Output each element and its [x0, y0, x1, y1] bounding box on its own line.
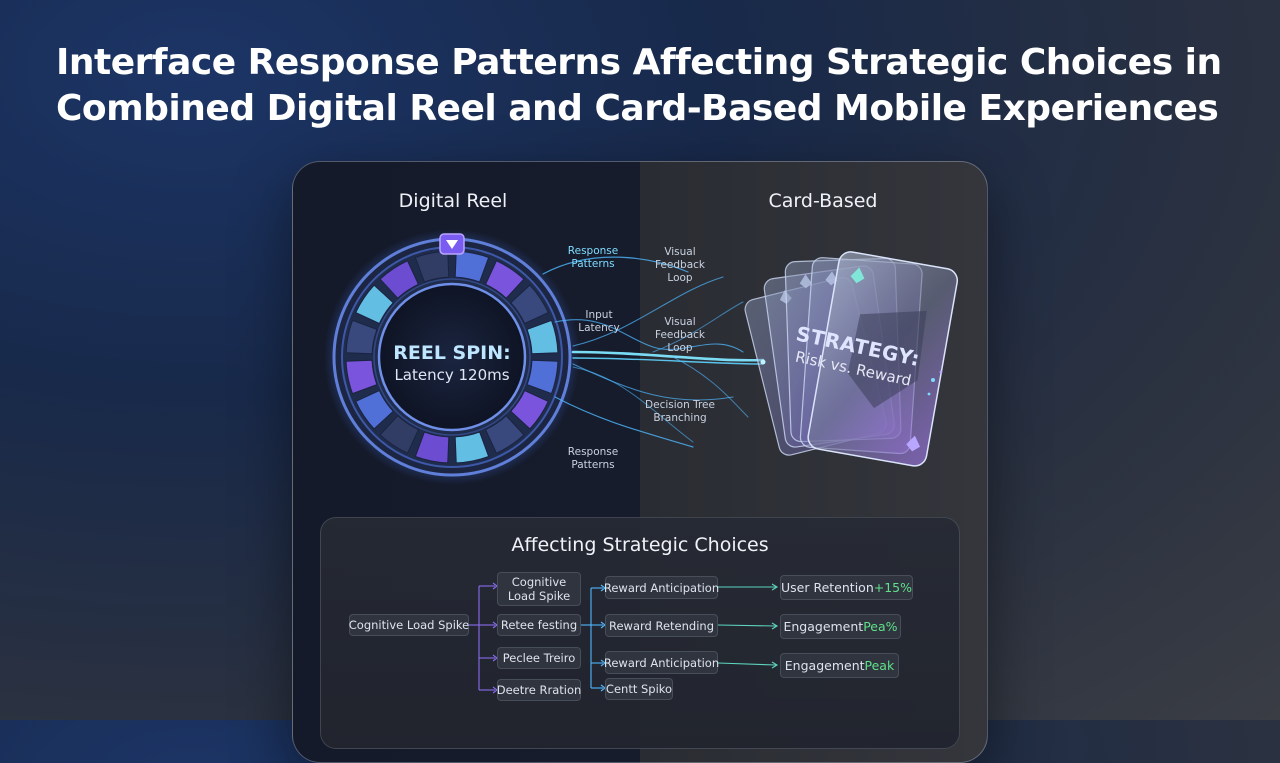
flow-node-col2-3: Reward Anticipation — [604, 651, 719, 674]
outcome-engagement-1: Engagement Pea% — [780, 614, 901, 639]
outcome-user-retention: User Retention +15% — [780, 575, 913, 600]
visual-feedback-loop-mid-label: Visual Feedback Loop — [654, 316, 705, 354]
reel-latency-value: Latency 120ms — [394, 366, 510, 384]
reel-wheel — [324, 229, 580, 485]
reel-segment — [345, 359, 378, 395]
reel-segment — [379, 415, 420, 454]
flow-node-col1-2: Retee festing — [497, 614, 581, 636]
title-line-1: Interface Response Patterns Affecting St… — [56, 42, 1222, 83]
flow-node-col2-2: Reward Retending — [605, 614, 718, 637]
connector-lines — [542, 256, 765, 448]
panel-graphics — [324, 229, 959, 485]
flow-root-node: Cognitive Load Spike — [349, 614, 469, 636]
response-patterns-top-label: Response Patterns — [567, 245, 619, 270]
reel-spin-title: REEL SPIN: — [393, 342, 511, 364]
reel-segment — [484, 260, 525, 299]
reel-segment — [379, 260, 420, 299]
reel-segment — [345, 319, 378, 355]
flow-node-col1-3: Peclee Treiro — [497, 647, 581, 669]
reel-pointer-icon — [439, 233, 465, 255]
input-latency-label: Input Latency — [578, 309, 620, 334]
reel-segment — [355, 284, 394, 325]
flow-node-col1-1: Cognitive Load Spike — [497, 572, 581, 606]
reel-segment — [414, 250, 450, 283]
reel-segment — [484, 415, 525, 454]
reel-segment — [414, 431, 450, 464]
reel-segment — [355, 389, 394, 430]
digital-reel-label: Digital Reel — [398, 190, 508, 212]
flow-node-col2-4: Centt Spiko — [605, 678, 673, 700]
strategic-choices-panel: Affecting Strategic Choices Cognitive Lo… — [320, 517, 960, 749]
reel-segment — [454, 431, 490, 464]
flow-node-col2-1: Reward Anticipation — [604, 576, 719, 599]
reel-segment — [526, 319, 559, 355]
page-title: Interface Response Patterns Affecting St… — [56, 40, 1236, 132]
flow-node-col1-4: Deetre Rration — [497, 679, 581, 701]
outcome-engagement-2: Engagement Peak — [780, 653, 899, 678]
comparison-panel: Digital Reel Card-Based REEL SPIN: Laten… — [292, 161, 988, 763]
reel-segment — [526, 359, 559, 395]
reel-spin-readout: REEL SPIN: Latency 120ms — [377, 342, 527, 384]
reel-segment — [510, 284, 549, 325]
decision-tree-label: Decision Tree Branching — [645, 399, 715, 424]
reel-segment — [510, 389, 549, 430]
card-based-label: Card-Based — [768, 190, 878, 212]
response-patterns-bottom-label: Response Patterns — [567, 446, 619, 471]
title-line-2: Combined Digital Reel and Card-Based Mob… — [56, 88, 1219, 129]
reel-segment — [454, 250, 490, 283]
visual-feedback-loop-top-label: Visual Feedback Loop — [654, 246, 705, 284]
strategic-choices-title: Affecting Strategic Choices — [511, 534, 769, 556]
card-fan — [744, 251, 959, 467]
